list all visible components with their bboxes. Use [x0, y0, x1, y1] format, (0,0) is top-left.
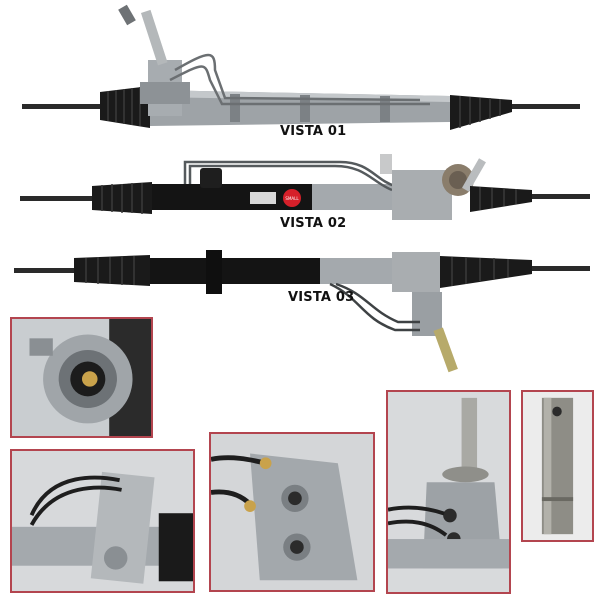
shaft-end-image	[523, 392, 592, 540]
left-tie-rod	[20, 196, 100, 201]
view-3-label: VISTA 03	[288, 290, 355, 305]
pinion-seal-image	[12, 319, 151, 436]
red-badge	[283, 189, 301, 207]
view-1: VISTA 01	[0, 0, 600, 150]
left-boot	[100, 86, 150, 128]
right-tie-rod	[510, 104, 580, 109]
detail-pinion-shaft	[386, 390, 511, 594]
right-tie-rod	[530, 266, 590, 271]
steering-rack-view-1-image	[22, 4, 580, 130]
right-boot	[470, 186, 532, 212]
right-boot	[450, 95, 512, 130]
detail-hydraulic-ports	[209, 432, 375, 592]
left-boot	[92, 182, 152, 214]
view-1-label: VISTA 01	[280, 124, 347, 139]
right-boot	[440, 256, 532, 288]
left-tie-rod	[22, 104, 100, 109]
hydraulic-lines	[183, 160, 396, 192]
view-3: VISTA 03	[0, 238, 600, 378]
hydraulic-lines	[169, 53, 430, 106]
pinion-shaft-image	[388, 392, 509, 592]
left-tie-rod	[14, 268, 80, 273]
left-boot	[74, 255, 150, 286]
valve-lines-image	[12, 451, 193, 591]
pinion-valve	[380, 154, 486, 220]
view-2-label: VISTA 02	[280, 216, 347, 231]
steering-rack-view-2-image: SMALL	[20, 154, 590, 220]
black-rack-tube	[150, 258, 320, 284]
right-tie-rod	[530, 194, 590, 199]
badge-text: SMALL	[285, 196, 299, 201]
hydraulic-lines	[329, 282, 420, 332]
detail-pinion-seal	[10, 317, 153, 438]
detail-shaft-end	[521, 390, 594, 542]
detail-valve-lines	[10, 449, 195, 593]
hydraulic-ports-image	[211, 434, 373, 590]
steering-rack-view-3-image	[14, 250, 590, 373]
pinion-valve	[392, 252, 458, 373]
view-2: SMALL VISTA 02	[0, 150, 600, 231]
